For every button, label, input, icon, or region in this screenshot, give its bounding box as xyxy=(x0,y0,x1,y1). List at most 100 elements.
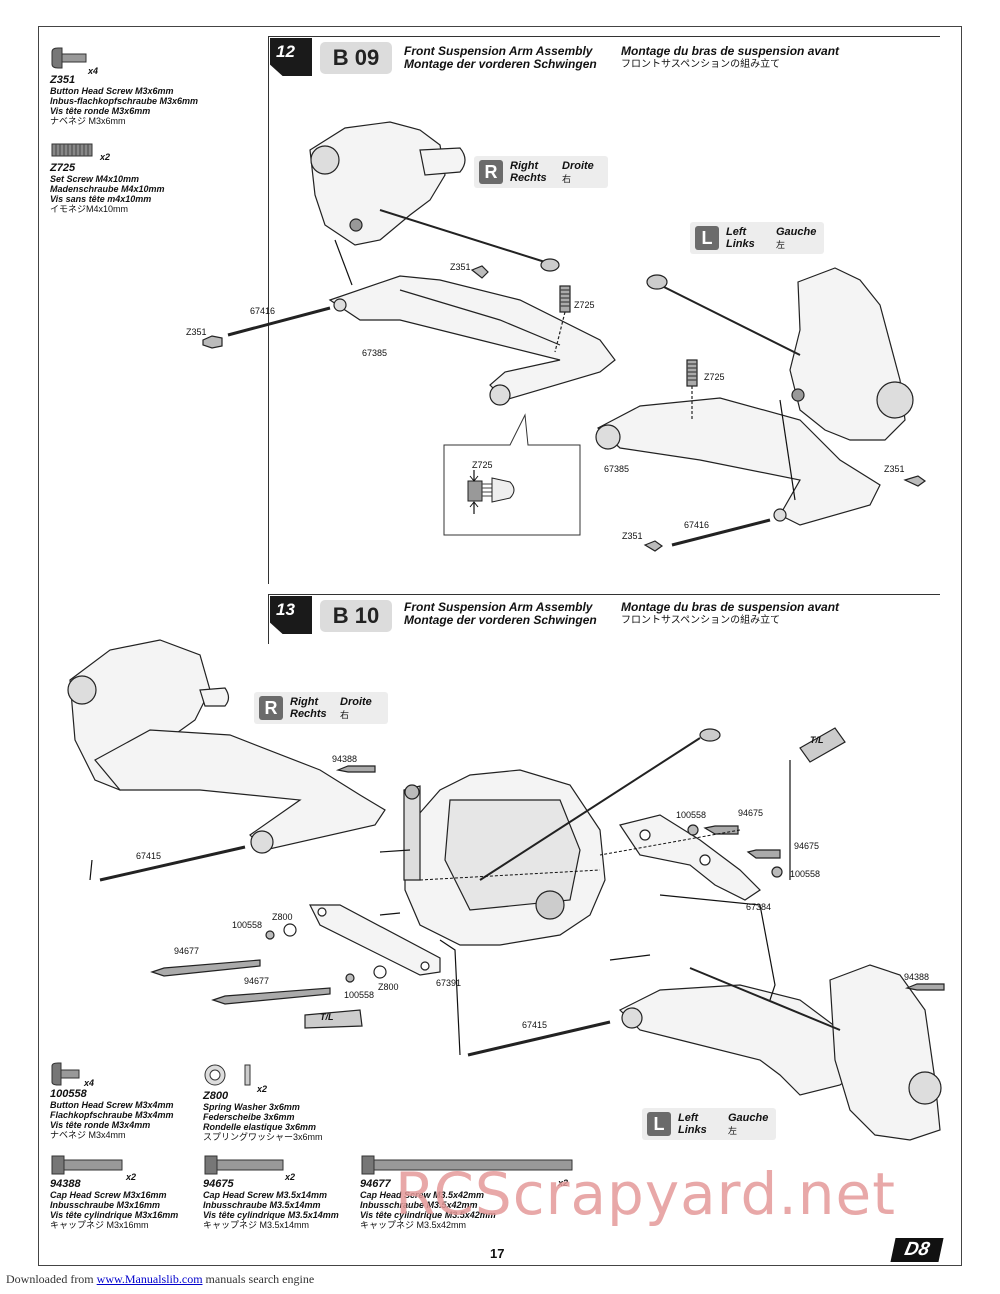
part-desc-jp: ナベネジ M3x4mm xyxy=(50,1130,126,1140)
label-z351-b: Z351 xyxy=(186,327,207,337)
thread-lock-tube-b xyxy=(304,1009,363,1029)
arm-mount-67391 xyxy=(309,904,441,976)
step12-code: B 09 xyxy=(320,42,392,74)
label-94388-a: 94388 xyxy=(332,754,358,764)
left-steering-knuckle xyxy=(789,267,906,441)
label-z351-a: Z351 xyxy=(450,262,471,272)
step12-divider xyxy=(268,36,269,584)
part-code: 94677 xyxy=(360,1178,391,1190)
washer-z800-a xyxy=(283,923,297,937)
label-67385-a: 67385 xyxy=(362,348,388,358)
left-fr: Gauche xyxy=(728,1112,769,1124)
thread-lock-tube-a xyxy=(799,727,846,763)
center-drive-shaft xyxy=(479,737,701,881)
left-de: Links xyxy=(678,1124,707,1136)
right-steering-knuckle xyxy=(309,121,446,246)
left-letter: L xyxy=(695,226,719,250)
part-desc-en: Spring Washer 3x6mm xyxy=(203,1102,300,1112)
label-z800-a: Z800 xyxy=(272,912,293,922)
label-z725-b: Z725 xyxy=(704,372,725,382)
left-knuckle-assembly xyxy=(829,964,941,1141)
title-en: Front Suspension Arm Assembly xyxy=(404,44,593,58)
screw-94677-a xyxy=(150,959,261,977)
left-en: Left xyxy=(678,1112,699,1124)
parts-94675: x2 94675 Cap Head Screw M3.5x14mm Inbuss… xyxy=(203,1154,353,1230)
part-code: Z800 xyxy=(203,1090,229,1102)
title-jp: フロントサスペンションの組み立て xyxy=(621,59,781,70)
left-screw-z351-c xyxy=(643,540,664,552)
right-knuckle-arm xyxy=(419,147,466,176)
set-screw-icon xyxy=(51,143,93,157)
label-tl-a: T/L xyxy=(810,735,824,745)
right-letter: R xyxy=(259,696,283,720)
part-code: 100558 xyxy=(50,1088,87,1100)
label-67415-b: 67415 xyxy=(522,1020,548,1030)
label-67416-a: 67416 xyxy=(250,306,276,316)
button-head-screw-icon xyxy=(51,1062,80,1086)
step12-title-fr-jp: Montage du bras de suspension avant フロント… xyxy=(621,45,839,71)
screw-100558-d xyxy=(345,973,355,983)
label-94677-b: 94677 xyxy=(244,976,270,986)
label-100558-d: 100558 xyxy=(344,990,375,1000)
parts-94388: x2 94388 Cap Head Screw M3x16mm Inbussch… xyxy=(50,1154,200,1230)
label-67391: 67391 xyxy=(436,978,462,988)
part-desc-en: Cap Head Screw M3.5x14mm xyxy=(203,1190,328,1200)
right-letter: R xyxy=(479,160,503,184)
spring-washer-icon xyxy=(204,1064,251,1086)
washer-z800-b xyxy=(373,965,387,979)
cap-head-screw-icon xyxy=(361,1155,573,1175)
step13-left-badge: L Left Links Gauche 左 xyxy=(642,1108,776,1140)
cap-head-screw-icon xyxy=(51,1155,123,1175)
right-en: Right xyxy=(290,696,319,708)
title-de: Montage der vorderen Schwingen xyxy=(404,57,597,71)
part-desc-de: Federscheibe 3x6mm xyxy=(203,1112,295,1122)
step13-code: B 10 xyxy=(320,600,392,632)
screw-94675-a xyxy=(703,825,739,835)
step13-right-badge: R Right Rechts Droite 右 xyxy=(254,692,388,724)
part-desc-en: Button Head Screw M3x4mm xyxy=(50,1100,174,1110)
part-desc-fr: Vis sans tête m4x10mm xyxy=(50,194,152,204)
button-head-screw-icon xyxy=(51,47,87,69)
label-94388-b: 94388 xyxy=(904,972,930,982)
label-tl-b: T/L xyxy=(320,1012,334,1022)
step12-header-line xyxy=(268,36,940,37)
part-code: Z351 xyxy=(50,74,76,86)
label-94677-a: 94677 xyxy=(174,946,200,956)
qty: x2 xyxy=(257,1084,268,1094)
screw-94388-a xyxy=(335,765,376,773)
right-screw-z351-a xyxy=(202,335,223,349)
screw-94677-b xyxy=(211,987,331,1005)
title-en: Front Suspension Arm Assembly xyxy=(404,600,593,614)
left-jp: 左 xyxy=(776,240,786,250)
footer-prefix: Downloaded from xyxy=(6,1272,94,1286)
step13-number: 13 xyxy=(270,596,312,634)
part-desc-jp: キャップネジ M3x16mm xyxy=(50,1220,149,1230)
label-100558-b: 100558 xyxy=(790,869,821,879)
hinge-pin-67415-a xyxy=(99,845,246,882)
step12-left-badge: L Left Links Gauche 左 xyxy=(690,222,824,254)
parts-100558: x4 100558 Button Head Screw M3x4mm Flach… xyxy=(50,1062,200,1140)
part-desc-fr: Vis tête cylindrique M3x16mm xyxy=(50,1210,179,1220)
step12-title-en-de: Front Suspension Arm Assembly Montage de… xyxy=(404,45,597,71)
step13-title-fr-jp: Montage du bras de suspension avant フロント… xyxy=(621,601,839,627)
right-jp: 右 xyxy=(340,710,350,720)
screw-94388-b xyxy=(904,983,945,991)
screw-100558-c xyxy=(265,930,275,940)
left-drive-shaft xyxy=(689,967,841,1031)
qty: x2 xyxy=(558,1178,569,1188)
part-desc-jp: ナベネジ M3x6mm xyxy=(50,116,126,126)
part-desc-de: Madenschraube M4x10mm xyxy=(50,184,165,194)
manualslib-link[interactable]: www.Manualslib.com xyxy=(96,1272,203,1286)
label-94675-b: 94675 xyxy=(794,841,820,851)
d8-logo: D8 xyxy=(890,1238,944,1262)
label-z351-d: Z351 xyxy=(622,531,643,541)
steering-post xyxy=(403,785,421,881)
left-en: Left xyxy=(726,226,747,238)
part-desc-en: Set Screw M4x10mm xyxy=(50,174,140,184)
z725-detail-callout xyxy=(443,413,581,536)
step13-header-line xyxy=(268,594,940,595)
right-knuckle-assembly xyxy=(69,639,211,791)
left-fr: Gauche xyxy=(776,226,817,238)
screw-94675-b xyxy=(746,849,781,859)
title-de: Montage der vorderen Schwingen xyxy=(404,613,597,627)
